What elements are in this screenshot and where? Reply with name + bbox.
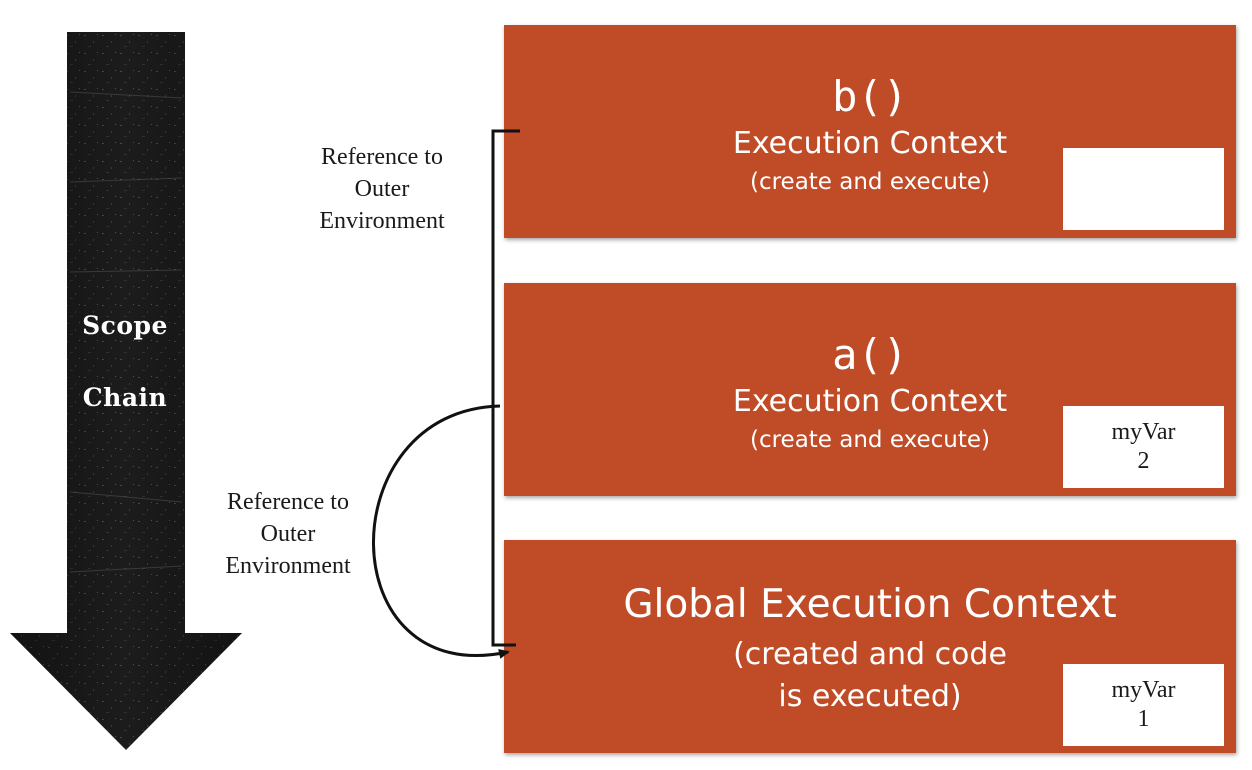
reference-label-lower-line3: Environment xyxy=(225,553,351,579)
b-context-title: Execution Context xyxy=(732,126,1008,161)
global-context-subtitle-line2: is executed) xyxy=(778,679,962,714)
reference-label-upper-line1: Reference to xyxy=(321,144,443,170)
reference-label-upper-line2: Outer xyxy=(354,176,410,202)
b-variable-environment xyxy=(1063,148,1224,230)
global-execution-context-box: Global Execution Context (created and co… xyxy=(504,540,1236,753)
global-variable-environment: myVar 1 xyxy=(1063,664,1224,746)
b-function-name: b() xyxy=(832,72,908,121)
a-variable-environment: myVar 2 xyxy=(1063,406,1224,488)
reference-label-upper: Reference to Outer Environment xyxy=(296,141,468,237)
scope-chain-arrow xyxy=(10,32,242,750)
a-var-name: myVar xyxy=(1111,419,1176,445)
reference-label-upper-line3: Environment xyxy=(319,208,445,234)
global-context-subtitle-line1: (created and code xyxy=(733,637,1007,672)
global-context-title: Global Execution Context xyxy=(623,582,1117,627)
scope-chain-label-chain: Chain xyxy=(82,383,168,412)
curved-arrow-connector xyxy=(372,404,510,659)
a-var-value: 2 xyxy=(1137,448,1150,474)
scope-chain-label-scope: Scope xyxy=(82,311,168,340)
a-function-name: a() xyxy=(832,330,908,379)
a-context-title: Execution Context xyxy=(732,384,1008,419)
global-var-name: myVar xyxy=(1111,677,1176,703)
reference-label-lower-line1: Reference to xyxy=(227,489,349,515)
reference-label-lower-line2: Outer xyxy=(260,521,316,547)
b-context-subtitle: (create and execute) xyxy=(749,169,991,195)
reference-label-lower: Reference to Outer Environment xyxy=(202,486,374,582)
a-context-subtitle: (create and execute) xyxy=(749,427,991,453)
global-var-value: 1 xyxy=(1137,706,1150,732)
